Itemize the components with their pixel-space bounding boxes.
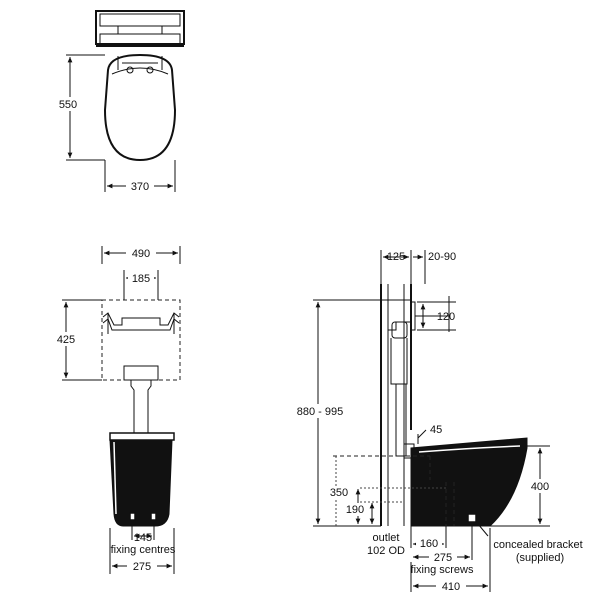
dim-inlet-350: 350 [326,486,361,524]
top-seat-outline [103,53,177,162]
dim-410-label: 410 [442,581,460,593]
front-cistern-outline [101,299,181,381]
dim-outlet-160: 160 [410,526,447,550]
dim-120-label: 120 [437,311,455,323]
dim-gap-20-90: 20-90 [413,250,456,284]
dim-plate-120: 120 [417,301,455,331]
dim-depth-410: 410 [410,528,491,593]
dim-145-label: 145 [134,532,152,544]
dim-370-label: 370 [131,181,149,193]
side-dashed-guides [333,455,455,526]
dim-screws-275-label: 275 [434,552,452,564]
dim-width-275: 275 [109,528,175,574]
dim-125-label: 125 [387,251,405,263]
dim-pan-height-400: 400 [490,445,554,527]
dim-width-490: 490 [101,246,181,264]
front-pan [109,432,175,527]
dim-425-label: 425 [57,334,75,346]
dim-height-425: 425 [54,299,102,381]
dim-frame-125: 125 [380,250,412,284]
side-pan [410,437,528,532]
dim-490-label: 490 [132,248,150,260]
front-view: 490 185 425 [54,246,181,574]
dim-angle-45: 45 [417,424,442,444]
side-frame [380,284,449,526]
dim-width-185: 185 [123,270,159,300]
dim-550-label: 550 [59,99,77,111]
dim-outlet-190: 190 [342,503,375,524]
concealed-bracket-label: concealed bracket [493,539,582,551]
outlet-size-label: 102 OD [367,545,405,557]
dim-width-370: 370 [104,160,176,193]
side-view: 125 20-90 120 880 - 995 [290,250,583,593]
front-flush-pipe [130,380,152,433]
dim-160-label: 160 [420,538,438,550]
dim-screws-275: 275 [413,532,473,564]
fixing-screws-label: fixing screws [411,564,474,576]
dim-350-label: 350 [330,487,348,499]
dim-height-880-995: 880 - 995 [290,299,388,527]
dim-fixing-145: 145 [131,520,155,544]
bracket-note-label: (supplied) [516,552,564,564]
dim-275-label: 275 [133,561,151,573]
dim-880-995-label: 880 - 995 [297,406,343,418]
top-hinge [117,56,163,74]
dim-20-90-label: 20-90 [428,251,456,263]
dim-185-label: 185 [132,273,150,285]
dim-depth-550: 550 [56,54,105,161]
outlet-label: outlet [373,532,400,544]
fixing-centres-label: fixing centres [111,544,176,556]
dim-400-label: 400 [531,481,549,493]
top-view: 550 370 [56,10,185,193]
top-cistern-outline [95,10,185,47]
dim-45-label: 45 [430,424,442,436]
dim-190-label: 190 [346,504,364,516]
